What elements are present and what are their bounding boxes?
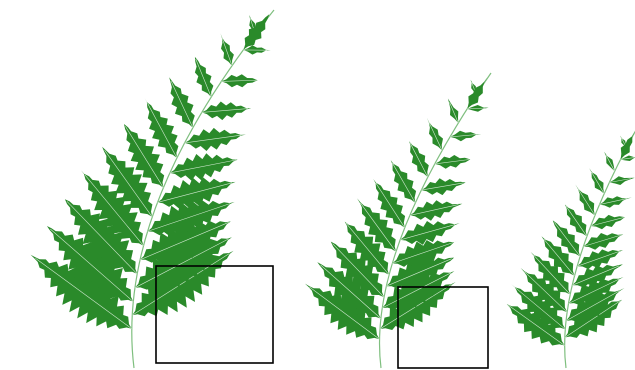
barnsley-fern-zoom-sequence (0, 0, 635, 370)
